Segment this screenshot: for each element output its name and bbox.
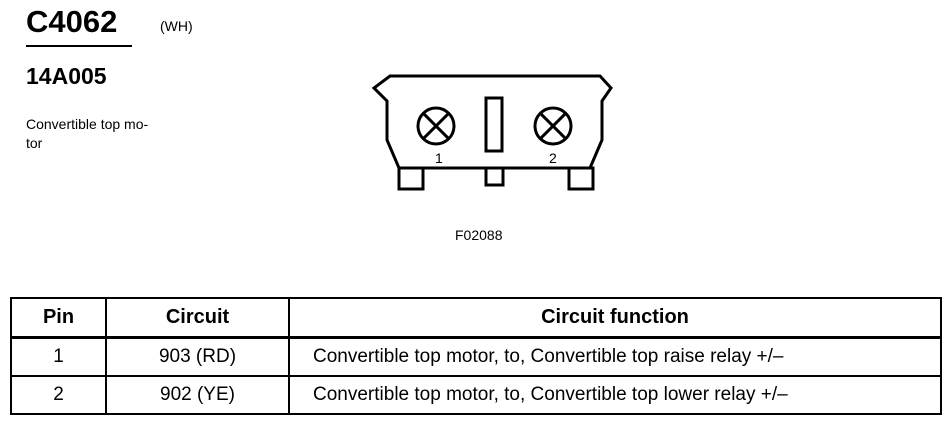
- connector-face-diagram: 1 2: [371, 74, 613, 191]
- description-line-2: tor: [26, 135, 43, 151]
- connector-right-foot: [567, 166, 595, 191]
- pin-1-terminal-icon: [416, 106, 456, 146]
- connector-description: Convertible top mo- tor: [26, 115, 196, 153]
- figure-id: F02088: [455, 227, 503, 243]
- row-1-function: Convertible top motor, to, Convertible t…: [288, 336, 942, 377]
- polarizing-key: [484, 96, 504, 153]
- pin-2-terminal-icon: [533, 106, 573, 146]
- table-header-row: Pin Circuit Circuit function: [10, 297, 942, 339]
- row-1-pin: 1: [10, 336, 107, 377]
- description-line-1: Convertible top mo-: [26, 116, 149, 132]
- connector-left-foot: [397, 166, 425, 191]
- row-2-pin: 2: [10, 375, 107, 415]
- row-2-function: Convertible top motor, to, Convertible t…: [288, 375, 942, 415]
- connector-color-code: (WH): [160, 18, 193, 34]
- header-pin: Pin: [10, 297, 107, 339]
- connector-center-foot: [484, 166, 505, 187]
- header-circuit-function: Circuit function: [288, 297, 942, 339]
- table-row: 2 902 (YE) Convertible top motor, to, Co…: [10, 375, 942, 415]
- part-number: 14A005: [26, 63, 107, 89]
- header-circuit: Circuit: [105, 297, 290, 339]
- pin-1-label: 1: [435, 150, 443, 166]
- pin-2-label: 2: [549, 150, 557, 166]
- row-2-circuit: 902 (YE): [105, 375, 290, 415]
- table-row: 1 903 (RD) Convertible top motor, to, Co…: [10, 336, 942, 377]
- pin-circuit-table: Pin Circuit Circuit function 1 903 (RD) …: [10, 297, 942, 415]
- title-underline: [26, 45, 132, 47]
- row-1-circuit: 903 (RD): [105, 336, 290, 377]
- connector-id: C4062: [26, 4, 118, 39]
